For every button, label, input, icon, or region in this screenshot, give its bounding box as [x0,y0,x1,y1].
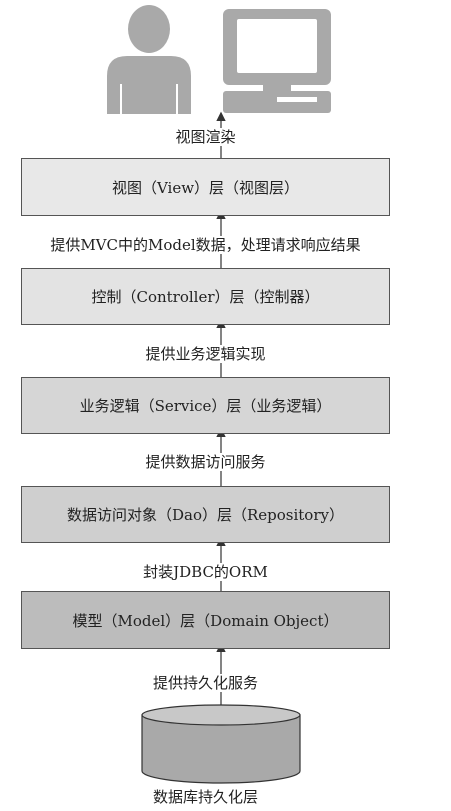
dao-layer-box: 数据访问对象（Dao）层（Repository） [21,486,390,543]
computer-icon [223,9,331,113]
dao-layer-label: 数据访问对象（Dao）层（Repository） [66,506,344,524]
service-layer-label: 业务逻辑（Service）层（业务逻辑） [79,397,332,415]
connector-label-render: 视图渲染 [173,128,238,146]
connector-label-model-data: 提供MVC中的Model数据，处理请求响应结果 [48,236,363,254]
connector-label-data-access: 提供数据访问服务 [143,453,268,471]
database-icon [141,704,301,784]
view-layer-label: 视图（View）层（视图层） [111,178,300,197]
service-layer-box: 业务逻辑（Service）层（业务逻辑） [21,377,390,434]
connector-label-persistence: 提供持久化服务 [150,674,260,692]
controller-layer-label: 控制（Controller）层（控制器） [91,288,320,306]
model-layer-label: 模型（Model）层（Domain Object） [72,611,339,630]
controller-layer-box: 控制（Controller）层（控制器） [21,268,390,325]
connector-label-business-logic: 提供业务逻辑实现 [143,345,268,363]
model-layer-box: 模型（Model）层（Domain Object） [21,591,390,649]
connector-label-orm: 封装JDBC的ORM [141,563,270,581]
database-label: 数据库持久化层 [150,788,260,806]
user-icon [107,5,191,114]
view-layer-box: 视图（View）层（视图层） [21,158,390,216]
